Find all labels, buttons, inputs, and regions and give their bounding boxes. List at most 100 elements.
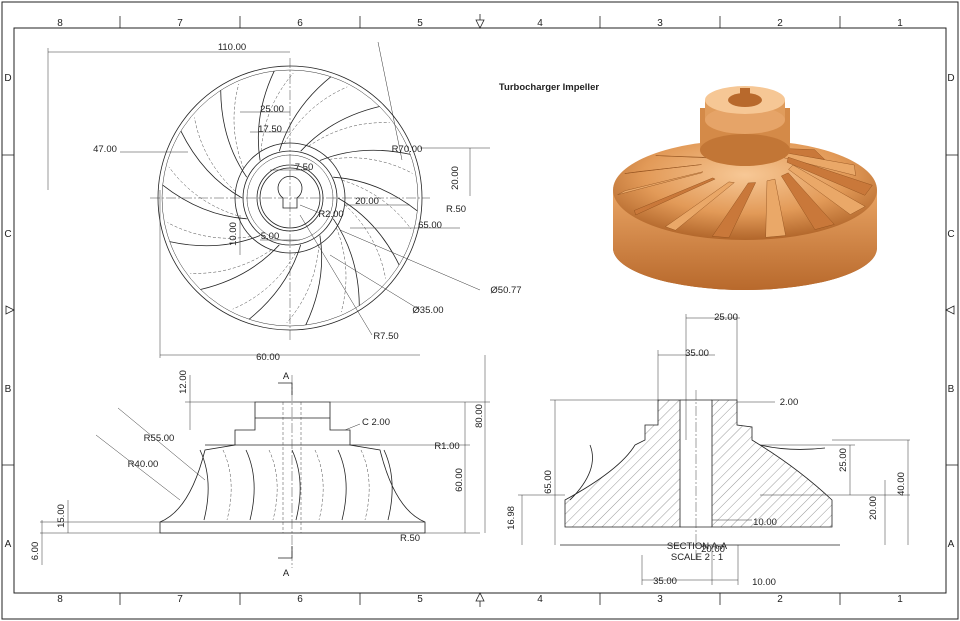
blade-outline xyxy=(337,197,400,266)
section-scale: SCALE 2 : 1 xyxy=(671,552,723,563)
blade-hidden-edge xyxy=(233,83,244,169)
blade-profile xyxy=(245,449,255,521)
dim-25-vertical: 25.00 xyxy=(838,448,849,472)
zone-col-2: 2 xyxy=(777,594,783,605)
dim-r40: R40.00 xyxy=(128,459,159,470)
dim-chamfer-2: C 2.00 xyxy=(362,417,390,428)
blade-outline xyxy=(200,244,280,290)
blade-hidden-edge xyxy=(329,157,413,174)
blade-hidden-edge xyxy=(341,180,412,230)
dim-r70: R70.00 xyxy=(392,144,423,155)
blade-outline xyxy=(257,70,275,161)
blade-profile xyxy=(222,449,232,521)
blade-hidden-edge xyxy=(286,244,320,324)
impeller-blades-top xyxy=(162,70,418,326)
blade-3d xyxy=(711,182,757,238)
drawing-title: Turbocharger Impeller xyxy=(499,82,599,93)
blade-3d xyxy=(624,164,702,174)
blade-outline xyxy=(169,235,261,247)
dim-r-0-5: R.50 xyxy=(446,204,466,215)
zone-row-c: C xyxy=(947,229,954,240)
dim-7-5: 7.50 xyxy=(295,162,314,173)
zone-col-3: 3 xyxy=(657,594,663,605)
zone-col-6: 6 xyxy=(297,18,303,29)
zone-col-3: 3 xyxy=(657,18,663,29)
dim-35-top: 35.00 xyxy=(685,348,709,359)
zone-column-labels-top: 8 7 6 5 4 3 2 1 xyxy=(57,18,903,29)
zone-row-a: A xyxy=(5,539,12,550)
dim-5: 5.00 xyxy=(261,231,280,242)
dim-110: 110.00 xyxy=(218,42,246,53)
dim-2: 2.00 xyxy=(780,397,799,408)
dim-r55: R55.00 xyxy=(144,433,175,444)
centering-arrows xyxy=(5,14,955,607)
blade-hidden-edge xyxy=(190,249,272,274)
blade-hidden-edge xyxy=(167,222,251,239)
zone-row-d: D xyxy=(4,73,11,84)
dim-20-vertical: 20.00 xyxy=(868,496,879,520)
dim-25: 25.00 xyxy=(260,104,284,115)
dim-65: 65.00 xyxy=(543,470,554,494)
blade-profile xyxy=(314,449,324,521)
blade-3d xyxy=(788,164,866,215)
zone-col-4: 4 xyxy=(537,594,543,605)
blade-hidden-edge xyxy=(284,86,348,144)
blade-outline xyxy=(220,90,248,178)
zone-col-6: 6 xyxy=(297,594,303,605)
dim-r7-5: R7.50 xyxy=(373,331,398,342)
dim-15: 15.00 xyxy=(56,504,67,528)
dim-40: 40.00 xyxy=(896,472,907,496)
zone-row-d: D xyxy=(947,73,954,84)
section-mark-top: A xyxy=(283,371,290,382)
zone-row-c: C xyxy=(4,229,11,240)
zone-col-5: 5 xyxy=(417,594,423,605)
zone-row-b: B xyxy=(5,384,12,395)
blade-outline xyxy=(305,235,323,326)
zone-col-4: 4 xyxy=(537,18,543,29)
dim-dia-50-77: Ø50.77 xyxy=(490,285,521,296)
zone-col-8: 8 xyxy=(57,18,63,29)
key-hole xyxy=(277,175,303,209)
blade-profile xyxy=(199,449,209,521)
zone-row-a: A xyxy=(948,539,955,550)
blade-profile xyxy=(360,449,370,521)
zone-column-labels-bottom: 8 7 6 5 4 3 2 1 xyxy=(57,594,903,605)
dim-47: 47.00 xyxy=(93,144,117,155)
blade-hidden-edge xyxy=(232,252,296,310)
top-view: 110.00 47.00 25.00 17.50 7.50 10.00 5.00… xyxy=(47,41,522,363)
blade-outline xyxy=(278,76,332,152)
front-view: A A 12.00 C 2.00 R55.00 R40.00 R1.00 80.… xyxy=(30,355,490,579)
blade-profile xyxy=(337,449,347,521)
section-caption: SECTION A-A xyxy=(667,541,728,552)
blade-hidden-edge xyxy=(344,204,386,279)
zone-col-8: 8 xyxy=(57,594,63,605)
zone-col-1: 1 xyxy=(897,18,903,29)
section-mark-bottom: A xyxy=(283,568,290,579)
dim-12: 12.00 xyxy=(178,370,189,394)
blade-3d xyxy=(665,181,735,231)
zone-row-b: B xyxy=(948,384,955,395)
blade-outline xyxy=(162,184,247,220)
zone-col-1: 1 xyxy=(897,594,903,605)
dim-20-horizontal: 20.00 xyxy=(701,544,725,555)
zone-ticks xyxy=(2,16,958,605)
zone-col-5: 5 xyxy=(417,18,423,29)
dim-20-horizontal: 20.00 xyxy=(355,196,379,207)
dim-r1: R1.00 xyxy=(434,441,459,452)
blade-hidden-edge xyxy=(336,227,347,313)
dim-dia-35: Ø35.00 xyxy=(412,305,443,316)
dim-16-98: 16.98 xyxy=(506,506,517,530)
dim-10: 10.00 xyxy=(753,517,777,528)
dim-65: 65.00 xyxy=(418,220,442,231)
blade-outline xyxy=(248,244,302,320)
blade-profile xyxy=(383,449,393,521)
dim-20-vertical: 20.00 xyxy=(450,166,461,190)
zone-col-2: 2 xyxy=(777,18,783,29)
blade-3d xyxy=(634,177,716,216)
dim-17-5: 17.50 xyxy=(258,124,282,135)
blade-3d xyxy=(765,178,786,238)
impeller-blades-front xyxy=(199,449,393,521)
blade-hidden-edge xyxy=(168,166,239,216)
